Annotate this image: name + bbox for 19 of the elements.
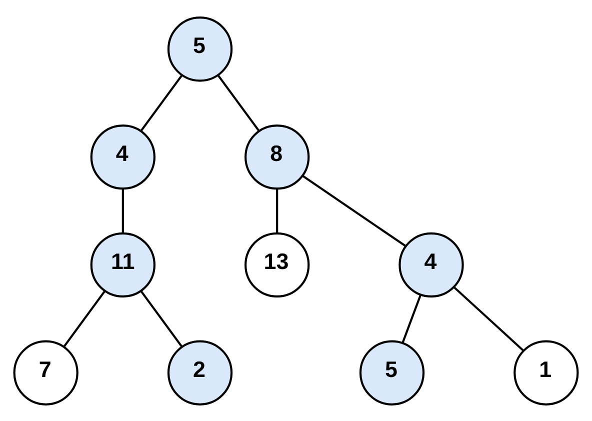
node-circle: 4 — [398, 232, 464, 298]
connector — [276, 188, 278, 233]
connector — [63, 290, 106, 347]
connector — [140, 74, 183, 132]
node-circle: 8 — [244, 124, 310, 190]
connector — [453, 286, 524, 352]
node-circle: 5 — [359, 340, 425, 405]
node-circle: 5 — [167, 16, 233, 82]
node-circle: 11 — [90, 232, 156, 298]
connector — [140, 290, 183, 347]
node-circle: 4 — [90, 124, 156, 190]
node-circle: 1 — [514, 340, 579, 405]
connector — [122, 188, 124, 233]
connector — [402, 294, 422, 343]
connector — [217, 74, 260, 132]
node-circle: 13 — [244, 232, 310, 298]
node-circle: 2 — [167, 340, 233, 405]
connector — [302, 174, 406, 247]
node-circle: 7 — [13, 340, 78, 405]
